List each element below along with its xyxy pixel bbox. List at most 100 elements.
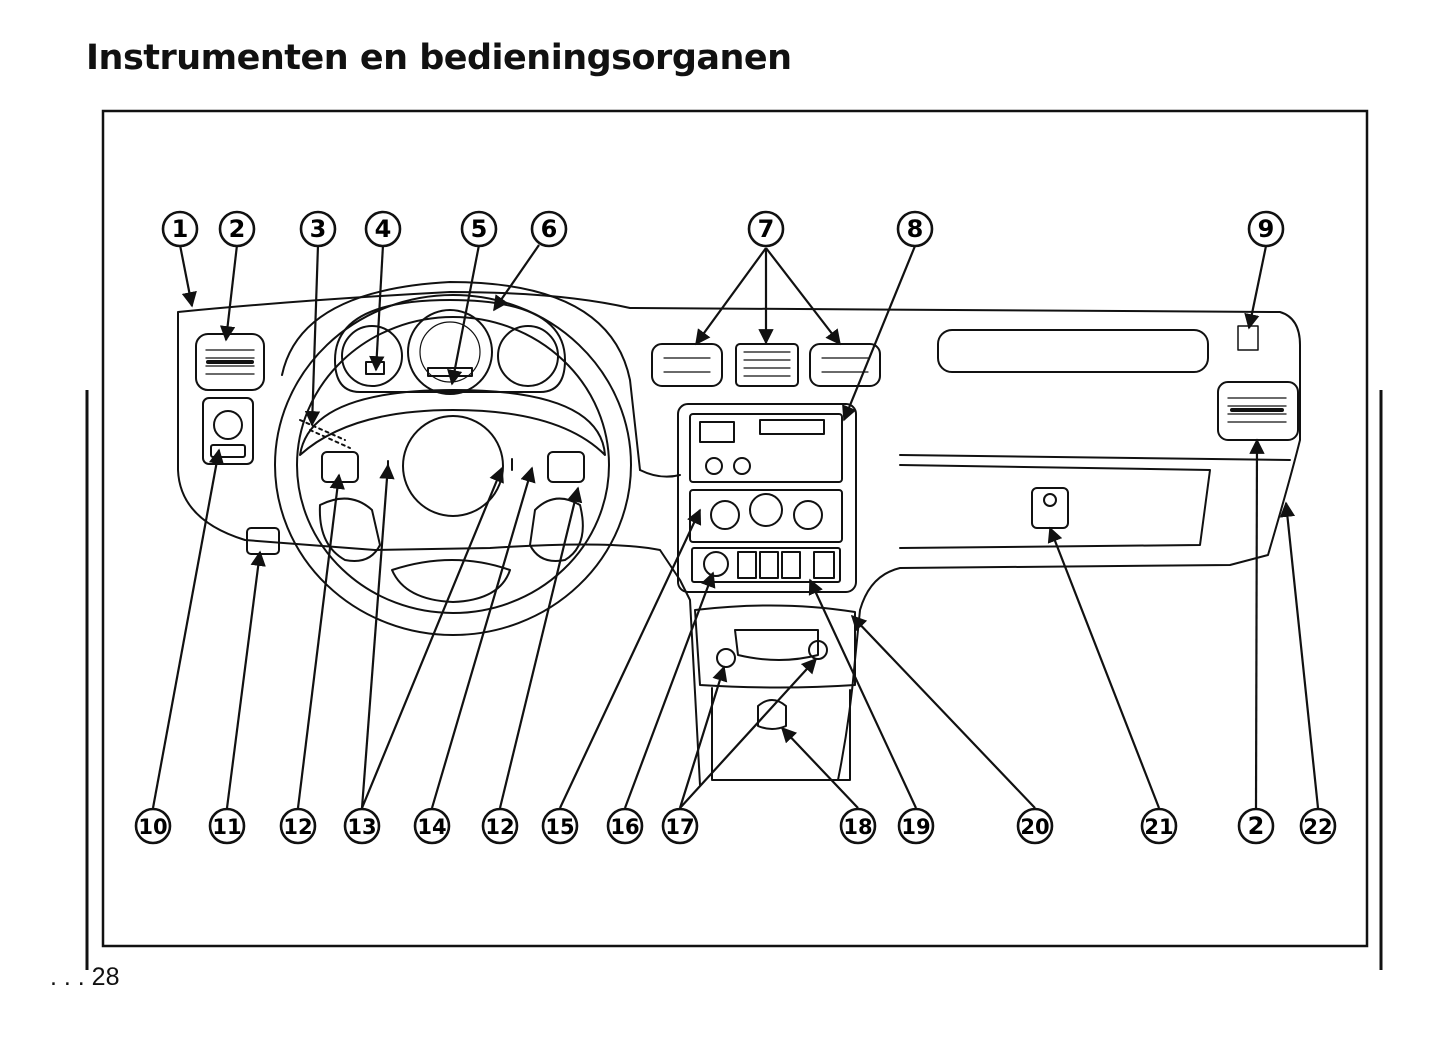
leader-17b: [679, 657, 818, 809]
leader-22: [1279, 501, 1320, 809]
light-switch-panel: [202, 397, 254, 465]
steering-wheel-rim-inner: [296, 316, 610, 614]
radio-cassette-slot: [759, 419, 825, 435]
steering-wheel-left-spoke: [318, 497, 381, 562]
vent-centre-slats: [663, 351, 869, 377]
page-number: . . . 28: [50, 963, 120, 991]
callout-circle: [1299, 807, 1337, 845]
callout-number: 18: [843, 815, 872, 839]
leader-13a: [360, 463, 395, 809]
callout-circle: [1016, 807, 1054, 845]
leader-1: [178, 244, 197, 308]
switch-1: [737, 551, 757, 579]
leader-21: [1047, 526, 1161, 809]
callout-3: 3: [299, 210, 337, 248]
callout-number: 6: [541, 215, 558, 243]
callout-number: 19: [901, 815, 930, 839]
callout-12: 12: [481, 807, 519, 845]
callout-4: 4: [364, 210, 402, 248]
callout-circle: [460, 210, 498, 248]
rev-counter: [341, 325, 403, 387]
callout-number: 12: [485, 815, 514, 839]
wheel-buttons-right: [547, 451, 585, 483]
leader-20: [850, 614, 1036, 809]
callout-circle: [1140, 807, 1178, 845]
callout-17: 17: [661, 807, 699, 845]
leader-7c: [765, 247, 841, 346]
callout-22: 22: [1299, 807, 1337, 845]
callout-7: 7: [747, 210, 785, 248]
airbag-label: [1237, 325, 1259, 351]
callout-8: 8: [896, 210, 934, 248]
leader-6: [493, 244, 540, 312]
callout-number: 22: [1303, 815, 1332, 839]
vent-centre-right: [809, 343, 881, 387]
callout-9: 9: [1247, 210, 1285, 248]
callout-number: 14: [417, 815, 446, 839]
instrument-cluster: [334, 299, 566, 393]
callout-19: 19: [897, 807, 935, 845]
callout-circle: [747, 210, 785, 248]
callout-2: 2: [1237, 807, 1275, 845]
steering-wheel-rim: [274, 294, 632, 636]
vent-centre: [735, 343, 799, 387]
leader-17a: [678, 665, 728, 809]
ignition-switch: [703, 551, 729, 577]
callout-21: 21: [1140, 807, 1178, 845]
leader-14: [430, 466, 536, 809]
lower-console: [694, 604, 856, 689]
warning-light-strip: [427, 367, 473, 377]
switch-panel: [691, 547, 841, 583]
callout-number: 16: [610, 815, 639, 839]
callout-number: 8: [907, 215, 924, 243]
callout-circle: [661, 807, 699, 845]
climate-knob-centre: [749, 493, 783, 527]
callout-circle: [481, 807, 519, 845]
speedometer: [407, 309, 493, 395]
callout-circle: [343, 807, 381, 845]
callout-circle: [413, 807, 451, 845]
leader-2: [219, 244, 239, 342]
callout-12: 12: [279, 807, 317, 845]
steering-wheel-hub: [402, 415, 504, 517]
leader-5: [447, 244, 481, 386]
leader-11: [225, 550, 266, 809]
leader-16: [623, 571, 716, 809]
callout-number: 13: [347, 815, 376, 839]
callout-circle: [606, 807, 644, 845]
leader-10: [151, 448, 225, 809]
dash-top-strip: [937, 329, 1209, 373]
callout-number: 21: [1144, 815, 1173, 839]
callout-circle: [208, 807, 246, 845]
callout-circle: [530, 210, 568, 248]
steering-wheel-top-spoke: [299, 389, 606, 456]
page-title: Instrumenten en bedieningsorganen: [86, 38, 792, 78]
callout-number: 4: [375, 215, 392, 243]
callout-circle: [218, 210, 256, 248]
steering-wheel-bottom: [391, 559, 511, 603]
callout-2: 2: [218, 210, 256, 248]
callout-number: 7: [758, 215, 775, 243]
callout-11: 11: [208, 807, 246, 845]
dash-lower-edge: [639, 454, 1291, 478]
callout-circle: [541, 807, 579, 845]
callout-number: 3: [310, 215, 327, 243]
callout-15: 15: [541, 807, 579, 845]
callout-number: 5: [471, 215, 488, 243]
leader-3: [304, 244, 321, 427]
console-tray: [734, 629, 819, 661]
gear-lever-base: [711, 687, 851, 781]
callout-14: 14: [413, 807, 451, 845]
radio-knob-left: [705, 457, 723, 475]
climate-knob-right: [793, 500, 823, 530]
leader-12b: [498, 486, 583, 809]
leader-15: [559, 508, 702, 809]
callout-20: 20: [1016, 807, 1054, 845]
leader-12a: [296, 473, 345, 809]
leader-18: [780, 726, 859, 809]
leader-13b: [360, 466, 504, 809]
light-switch-knob: [213, 410, 243, 440]
